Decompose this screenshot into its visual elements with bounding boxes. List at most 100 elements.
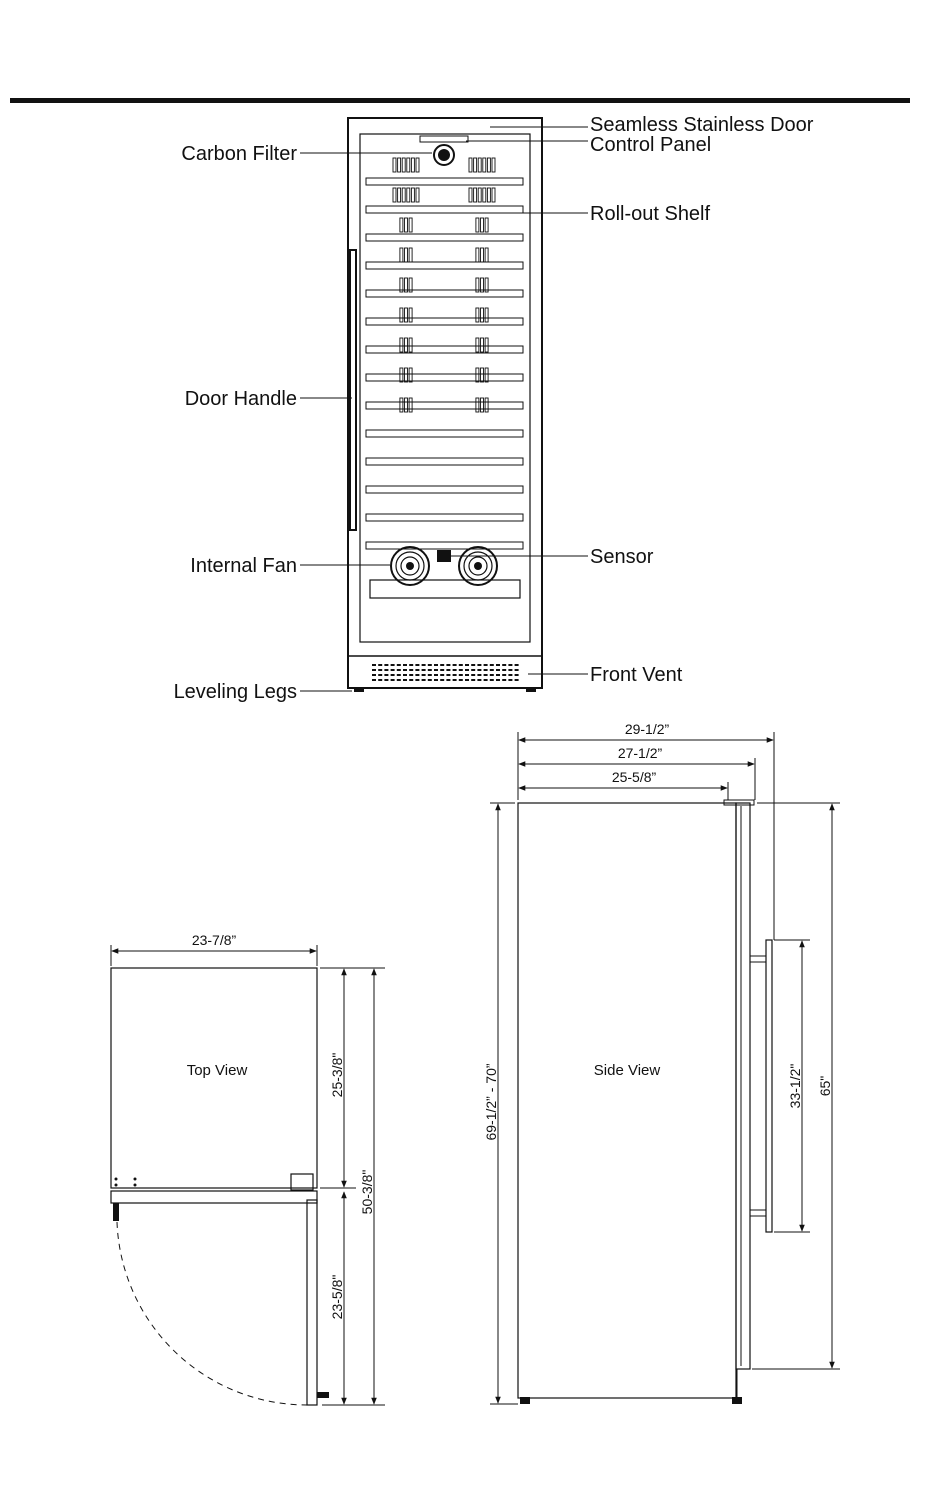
side-view: 29-1/2” 27-1/2” 25-5/8” 69-1/2” - 70” 33… (483, 721, 840, 1404)
vent-slot (477, 669, 481, 671)
vent-slot (453, 679, 457, 681)
bottle-neck-group (476, 308, 488, 322)
vent-slot (508, 664, 512, 666)
vent-slot (384, 664, 388, 666)
bottle-neck-group (476, 368, 488, 382)
vent-slot (415, 669, 419, 671)
front-vent-grille (372, 664, 519, 681)
vent-slot (440, 679, 444, 681)
vent-slot (378, 679, 382, 681)
vent-slot (409, 669, 413, 671)
vent-slot (484, 679, 488, 681)
vent-slot (434, 669, 438, 671)
leveling-leg-right (526, 688, 536, 692)
vent-slot (378, 664, 382, 666)
vent-slot (372, 664, 376, 666)
internal-fan-right-icon (459, 547, 497, 585)
vent-slot (490, 679, 494, 681)
vent-slot (477, 674, 481, 676)
dim-handle-length: 33-1/2" (787, 1064, 803, 1109)
leveling-leg-left (354, 688, 364, 692)
vent-slot (502, 679, 506, 681)
vent-slot (502, 664, 506, 666)
vent-slot (453, 664, 457, 666)
top-view-door (111, 1191, 317, 1203)
shelf (366, 486, 523, 493)
shelf (366, 206, 523, 213)
vent-slot (465, 679, 469, 681)
vent-slot (453, 674, 457, 676)
bottle-neck-group (476, 338, 488, 352)
bottle-neck-group (476, 248, 488, 262)
vent-slot (378, 669, 382, 671)
bottle-neck-group (400, 398, 412, 412)
dim-top-width: 23-7/8” (192, 932, 237, 948)
bottle-neck-group (393, 188, 419, 202)
vent-slot (434, 664, 438, 666)
label-control-panel: Control Panel (590, 134, 711, 156)
vent-slot (428, 669, 432, 671)
vent-slot (384, 674, 388, 676)
side-view-door (736, 803, 750, 1369)
vent-slot (459, 674, 463, 676)
shelf (366, 458, 523, 465)
vent-slot (440, 669, 444, 671)
vent-slot (490, 674, 494, 676)
vent-slot (484, 674, 488, 676)
bottle-neck-group (469, 188, 495, 202)
bottle-neck-group (400, 248, 412, 262)
vent-slot (484, 669, 488, 671)
vent-slot (459, 669, 463, 671)
shelf (366, 430, 523, 437)
vent-slot (372, 674, 376, 676)
vent-slot (440, 674, 444, 676)
vent-slot (397, 679, 401, 681)
vent-slot (397, 674, 401, 676)
dim-door-swing: 23-5/8" (329, 1275, 345, 1320)
vent-slot (471, 674, 475, 676)
header-rule (10, 98, 910, 103)
door-open-position (307, 1200, 317, 1405)
vent-slot (403, 664, 407, 666)
internal-fan-left-icon (391, 547, 429, 585)
vent-slot (415, 664, 419, 666)
vent-slot (496, 679, 500, 681)
label-seamless-door: Seamless Stainless Door (590, 114, 814, 136)
vent-slot (496, 664, 500, 666)
bottle-neck-group (476, 398, 488, 412)
bottle-neck-group (400, 308, 412, 322)
vent-slot (508, 674, 512, 676)
vent-slot (459, 664, 463, 666)
vent-slot (409, 664, 413, 666)
vent-slot (428, 679, 432, 681)
vent-slot (391, 674, 395, 676)
dim-side-depth-overall: 29-1/2” (625, 721, 670, 737)
bottle-neck-group (400, 338, 412, 352)
vent-slot (384, 679, 388, 681)
vent-slot (490, 664, 494, 666)
vent-slot (434, 674, 438, 676)
side-handle-post-bottom (750, 1210, 766, 1216)
vent-slot (391, 669, 395, 671)
vent-slot (415, 674, 419, 676)
vent-slot (372, 679, 376, 681)
vent-slot (496, 669, 500, 671)
vent-slot (422, 679, 426, 681)
fan-housing (370, 580, 520, 598)
handle-stub-top (113, 1203, 119, 1221)
kick-plate (348, 656, 542, 688)
bottle-neck-group (469, 158, 495, 172)
vent-slot (428, 664, 432, 666)
vent-slot (465, 669, 469, 671)
shelf (366, 514, 523, 521)
vent-slot (422, 664, 426, 666)
vent-slot (502, 669, 506, 671)
vent-slot (508, 679, 512, 681)
side-view-cabinet (518, 803, 736, 1398)
dim-depth-open: 50-3/8" (359, 1170, 375, 1215)
vent-slot (422, 669, 426, 671)
vent-slot (409, 679, 413, 681)
shelf (366, 262, 523, 269)
vent-slot (471, 679, 475, 681)
